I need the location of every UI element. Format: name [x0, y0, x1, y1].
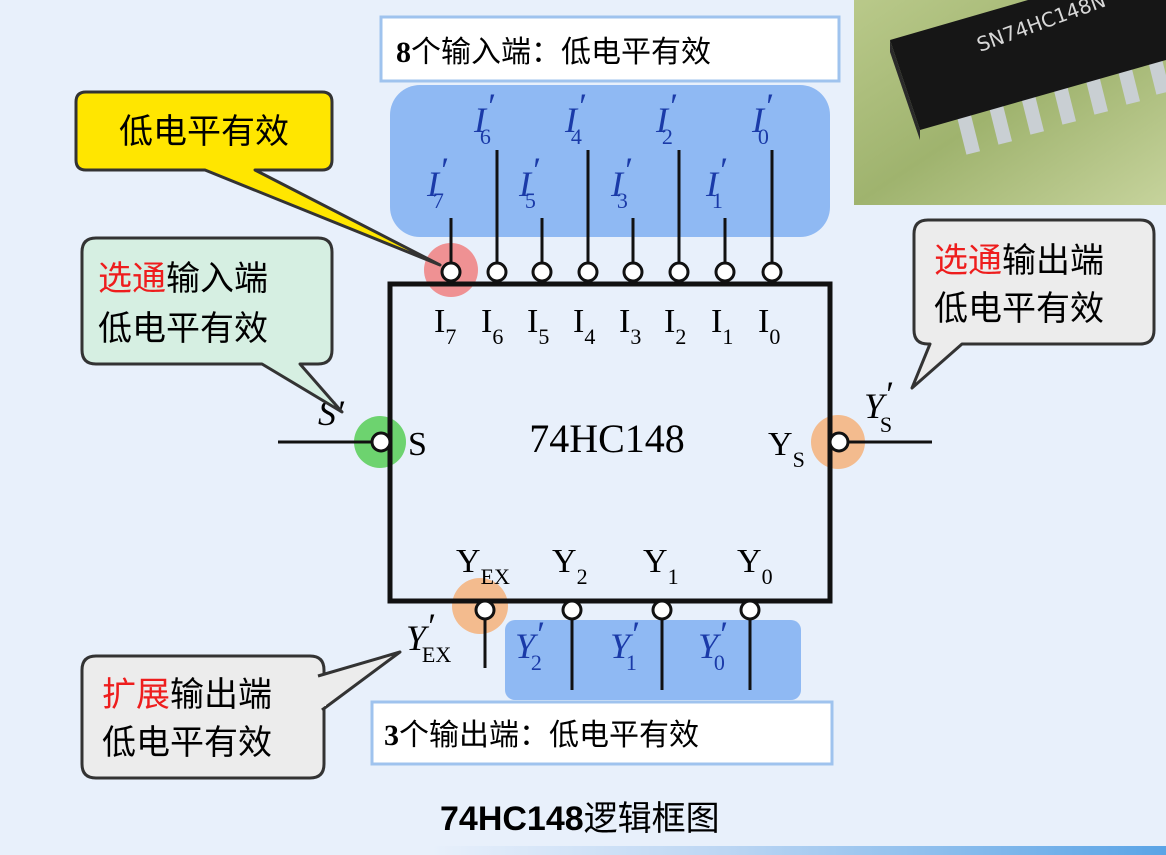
pin-i4-label: I4 [573, 303, 595, 349]
yex-external-label: Y′EX [406, 606, 451, 667]
pin-i3-label: I3 [619, 303, 641, 349]
decorative-bottom-strip [430, 846, 1166, 855]
pin-i6-label: I6 [481, 303, 503, 349]
pin-i2-prime-label: I′2 [655, 86, 677, 149]
pin-y1-label: Y1 [643, 543, 679, 589]
select-output-line2: 低电平有效 [934, 289, 1104, 329]
select-input-line2: 低电平有效 [98, 309, 268, 349]
output-pin-lines [483, 612, 752, 690]
chip-name: 74HC148 [529, 416, 685, 461]
pin-i1-prime-label: I′1 [705, 150, 727, 213]
select-input-callout: 选通输入端 低电平有效 [80, 236, 344, 414]
pin-i4-prime-label: I′4 [564, 86, 586, 149]
outputs-banner-count: 3 [384, 719, 399, 752]
s-pin-bubble [370, 431, 392, 453]
output-external-labels: Y′2 Y′1 Y′0 [515, 614, 727, 675]
outputs-banner-text: 个输出端：低电平有效 [399, 718, 699, 753]
figure-caption: 74HC148逻辑框图 [440, 799, 720, 839]
ys-internal-label: YS [768, 426, 805, 472]
input-external-lower-labels: I′7 I′5 I′3 I′1 [426, 150, 727, 213]
pin-yex-label: YEX [456, 543, 510, 589]
pin-i3-prime-label: I′3 [610, 150, 632, 213]
input-pin-lines [449, 150, 774, 262]
i7-callout-text: 低电平有效 [119, 112, 289, 152]
output-pin-bubbles [474, 599, 761, 621]
pin-i5-label: I5 [527, 303, 549, 349]
pin-y0-prime-label: Y′0 [698, 614, 727, 675]
input-pin-bubbles [440, 261, 783, 283]
outputs-banner: 3个输出端：低电平有效 [370, 700, 834, 766]
svg-text:3个输出端：低电平有效: 3个输出端：低电平有效 [384, 718, 699, 753]
expand-output-line1: 扩展输出端 [102, 675, 272, 715]
pin-i1-label: I1 [711, 303, 733, 349]
outputs-highlight [505, 620, 801, 700]
select-output-line1: 选通输出端 [934, 241, 1104, 281]
input-internal-labels: I7 I6 I5 I4 I3 I2 I1 I0 [434, 303, 780, 349]
inputs-banner: 8个输入端：低电平有效 [379, 15, 841, 83]
inputs-banner-text: 个输入端：低电平有效 [411, 35, 711, 70]
expand-output-callout: 扩展输出端 低电平有效 [80, 650, 402, 780]
input-external-upper-labels: I′6 I′4 I′2 I′0 [473, 86, 773, 149]
output-internal-labels: YEX Y2 Y1 Y0 [456, 543, 773, 589]
pin-i2-label: I2 [664, 303, 686, 349]
inputs-highlight [390, 85, 830, 237]
ys-pin-bubble [828, 431, 850, 453]
pin-i5-prime-label: I′5 [518, 150, 540, 213]
pin-i7-prime-label: I′7 [426, 150, 448, 213]
svg-text:8个输入端：低电平有效: 8个输入端：低电平有效 [396, 35, 711, 70]
chip-photo: SN74HC148N [854, 0, 1166, 205]
ys-external-label: Y′S [864, 374, 893, 437]
select-output-callout: 选通输出端 低电平有效 [910, 218, 1156, 390]
pin-i0-prime-label: I′0 [751, 86, 773, 149]
pin-i7-label: I7 [434, 303, 456, 349]
chip-photo-body [890, 0, 1166, 130]
pin-i6-prime-label: I′6 [473, 86, 495, 149]
i7-callout: 低电平有效 [74, 90, 442, 267]
pin-i0-label: I0 [758, 303, 780, 349]
pin-y1-prime-label: Y′1 [610, 614, 639, 675]
pin-y2-prime-label: Y′2 [515, 614, 544, 675]
pin-y2-label: Y2 [552, 543, 588, 589]
inputs-banner-count: 8 [396, 36, 411, 69]
expand-output-line2: 低电平有效 [102, 723, 272, 763]
s-internal-label: S [408, 426, 427, 463]
pin-y0-label: Y0 [737, 543, 773, 589]
select-input-line1: 选通输入端 [98, 259, 268, 299]
